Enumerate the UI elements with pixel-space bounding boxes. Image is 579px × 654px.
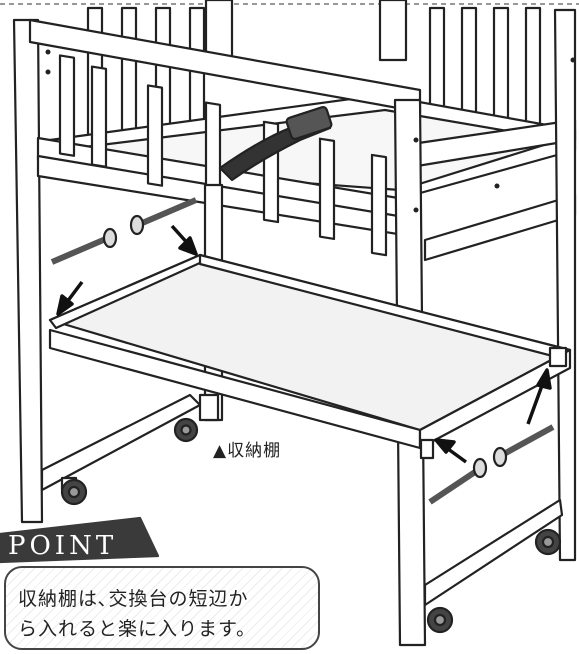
- caster-wheels: [60, 417, 562, 634]
- point-note-box: [4, 566, 320, 650]
- storage-shelf-label: ▲収納棚: [213, 441, 282, 461]
- screw-holes: [45, 49, 576, 213]
- front-frame: [12, 8, 577, 647]
- insert-arrows: [56, 224, 552, 464]
- bolt-right-2: [492, 424, 555, 468]
- point-tag-background: [0, 516, 160, 564]
- right-back-post: [553, 8, 577, 562]
- front-slat: [58, 54, 76, 157]
- strap-buckle: [218, 105, 333, 182]
- storage-shelf: [48, 253, 572, 450]
- point-note-line-2: ら入れると楽に入ります。: [18, 618, 257, 640]
- back-rail-slats: [86, 0, 542, 160]
- bolt-left-2: [129, 197, 198, 236]
- left-front-post: [12, 18, 44, 524]
- point-tag-label: POINT: [8, 531, 118, 561]
- point-note-line-1: 収納棚は､交換台の短辺か: [18, 588, 249, 610]
- bolt-left-1: [50, 227, 118, 265]
- right-mid-rail: [423, 193, 577, 262]
- bolt-right-1: [428, 457, 488, 505]
- lower-frame: [40, 393, 564, 607]
